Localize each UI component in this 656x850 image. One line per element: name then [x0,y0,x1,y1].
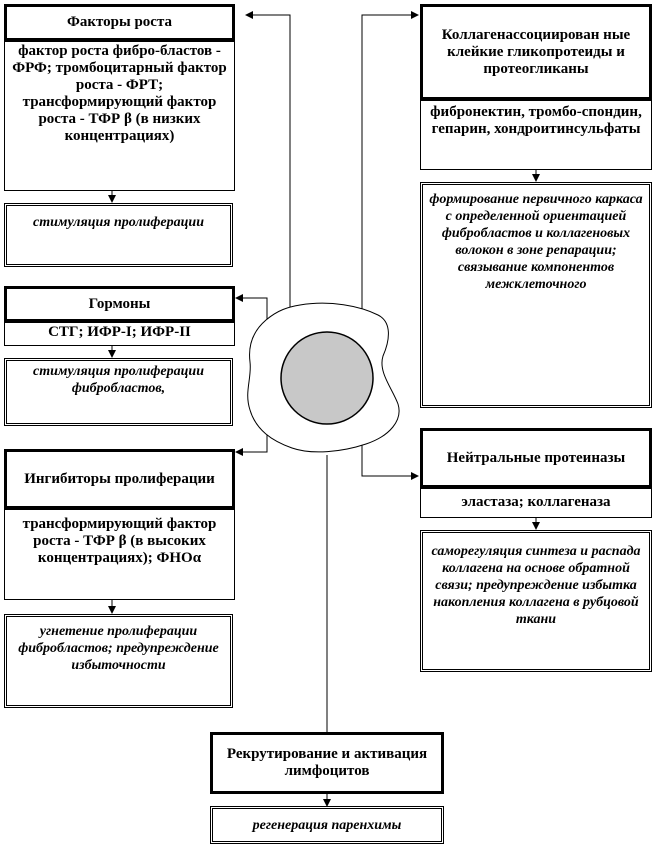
proteases-body: эластаза; коллагеназа [420,488,652,518]
arrow-to-growth-factors [245,11,291,310]
collagen-glyco-body: фибронектин, тромбо-спондин, гепарин, хо… [420,100,652,170]
collagen-glyco-title: Коллагенассоциирован ные клейкие гликопр… [420,4,652,100]
lymphocytes-effect: регенерация паренхимы [210,806,444,844]
hormones-title: Гормоны [4,286,235,322]
growth-factors-title: Факторы роста [4,4,235,41]
collagen-glyco-effect: формирование первичного каркаса с опреде… [420,182,652,408]
inhibitors-body: трансформирующий фактор роста - ТФР β (в… [4,509,235,600]
hormones-effect: стимуляция пролиферации фибробластов, [4,358,233,426]
proteases-effect: саморегуляция синтеза и распада коллаген… [420,530,652,672]
arrow-to-collagen-glyco [361,11,419,318]
lymphocytes-title: Рекрутирование и активация лимфоцитов [210,732,444,794]
growth-factors-body: фактор роста фибро-бластов - ФРФ; тромбо… [4,41,235,191]
inhibitors-effect: угнетение пролиферации фибробластов; пре… [4,614,233,708]
inhibitors-title: Ингибиторы пролиферации [4,449,235,509]
proteases-title: Нейтральные протеиназы [420,428,652,488]
cell-nucleus [280,331,374,425]
growth-factors-effect: стимуляция пролиферации [4,203,233,267]
hormones-body: СТГ; ИФР-I; ИФР-II [4,322,235,346]
